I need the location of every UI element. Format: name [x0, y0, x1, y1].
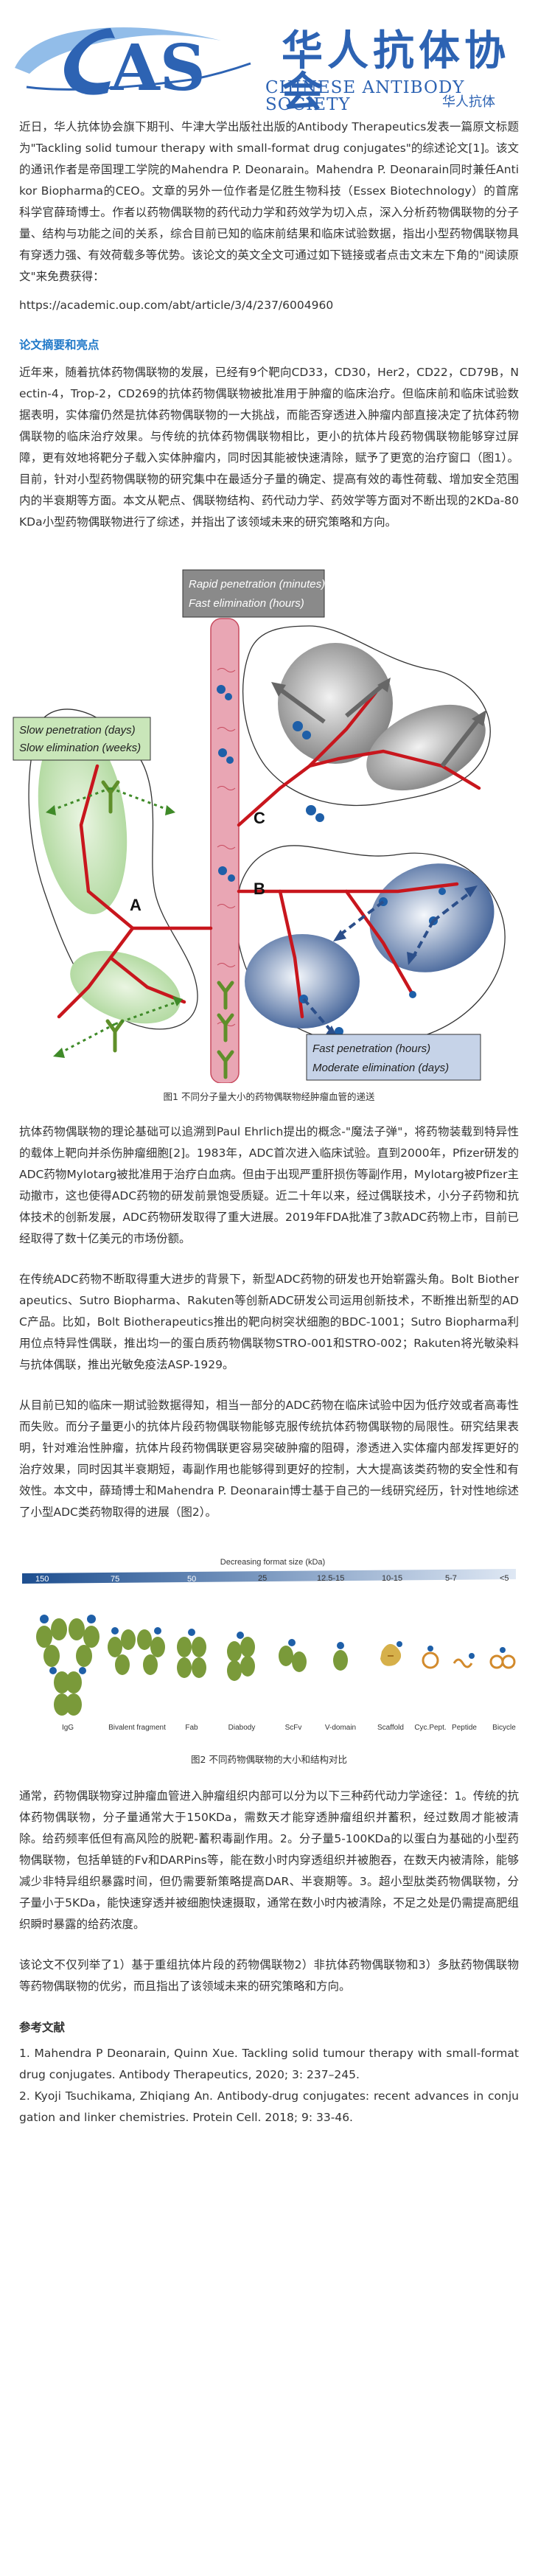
label-box-rapid — [182, 569, 325, 618]
size-tick: 50 — [187, 1575, 196, 1584]
article-page: AS 华人抗体协会 CHINESE ANTIBODY SOCIETY 华人抗体 … — [0, 0, 538, 2158]
arrowheads-tumor-c — [271, 678, 486, 726]
letter-b: B — [254, 880, 265, 898]
size-ticks: 150 75 50 — [35, 1575, 196, 1584]
paragraph-summary: 该论文不仅列举了1）基于重组抗体片段的药物偶联物2）非抗体药物偶联物和3）多肽药… — [19, 1958, 519, 1993]
bivalent-fragment-icon — [108, 1627, 165, 1675]
paragraph-history: 抗体药物偶联物的理论基础可以追溯到Paul Ehrlich提出的概念-"魔法子弹… — [19, 1125, 519, 1245]
figure-2: Decreasing format size (kDa) 150 75 50 2… — [0, 1553, 538, 1766]
format-label: Peptide — [452, 1724, 477, 1732]
article-url[interactable]: https://academic.oup.com/abt/article/3/4… — [19, 299, 334, 312]
peptide-icon — [453, 1653, 475, 1668]
references-title: 参考文献 — [19, 2021, 66, 2034]
size-ticks-dark: 25 12.5-15 10-15 5-7 <5 — [258, 1574, 509, 1583]
format-label: Diabody — [228, 1724, 256, 1732]
format-label: Cyc.Pept. — [414, 1724, 446, 1732]
label-rapid-2: Fast elimination (hours) — [189, 597, 304, 610]
arrows-tumor-b — [302, 890, 473, 1033]
tumor-c-outline — [242, 625, 491, 807]
abstract-paragraph: 近年来，随着抗体药物偶联物的发展，已经有9个靶向CD33，CD30，Her2，C… — [19, 366, 519, 529]
format-label: Fab — [185, 1724, 198, 1732]
format-label: Scaffold — [377, 1724, 404, 1732]
label-slow-2: Slow elimination (weeks) — [19, 742, 141, 754]
scaffold-icon — [380, 1641, 402, 1666]
tumor-b-low — [245, 934, 360, 1028]
size-bar-label: Decreasing format size (kDa) — [220, 1558, 325, 1567]
reference-item: 2. Kyoji Tsuchikama, Zhiqiang An. Antibo… — [19, 2089, 519, 2124]
arrowheads-green — [46, 805, 183, 1058]
size-tick: 150 — [35, 1575, 49, 1584]
label-box-slow — [13, 717, 151, 761]
vessel-cells — [217, 668, 236, 1026]
format-label: V-domain — [325, 1724, 356, 1732]
letter-c: C — [254, 809, 265, 827]
references-list: 1. Mahendra P Deonarain, Quinn Xue. Tack… — [0, 2043, 538, 2158]
tumor-a-bottom — [70, 950, 181, 1024]
size-tick: 75 — [111, 1575, 119, 1584]
reference-item: 1. Mahendra P Deonarain, Quinn Xue. Tack… — [19, 2047, 519, 2081]
label-slow-1: Slow penetration (days) — [19, 724, 136, 737]
label-fast-2: Moderate elimination (days) — [312, 1062, 449, 1074]
figure-2-caption: 图2 不同药物偶联物的大小和结构对比 — [191, 1754, 347, 1765]
format-label: ScFv — [285, 1724, 302, 1732]
size-tick: 5-7 — [445, 1574, 457, 1583]
v-domain-icon — [333, 1642, 348, 1671]
tumor-c-right — [366, 704, 486, 791]
paragraph-new-adc: 在传统ADC药物不断取得重大进步的背景下，新型ADC药物的研发也开始崭露头角。B… — [19, 1273, 519, 1371]
figure-1-illustration: Rapid penetration (minutes) Fast elimina… — [13, 569, 506, 1084]
logo-english-name: CHINESE ANTIBODY SOCIETY — [265, 78, 465, 114]
figure-1: Rapid penetration (minutes) Fast elimina… — [0, 545, 538, 1102]
logo-stamp: 华人抗体 — [442, 94, 495, 110]
format-label: Bivalent fragment — [108, 1724, 166, 1732]
dotted-arrows-green — [51, 787, 178, 1055]
bicycle-icon — [489, 1647, 516, 1669]
label-box-fast — [306, 1034, 481, 1081]
tumor-capillaries — [57, 690, 481, 1019]
paragraph-small-format: 从目前已知的临床一期试验数据得知，相当一部分的ADC药物在临床试验中因为低疗效或… — [19, 1399, 519, 1519]
diabody-icon — [227, 1632, 255, 1681]
format-label: Bicycle — [492, 1724, 516, 1732]
label-fast-1: Fast penetration (hours) — [312, 1042, 430, 1055]
paragraph-pk-routes: 通常，药物偶联物穿过肿瘤血管进入肿瘤组织内部可以分为以下三种药代动力学途径：1。… — [19, 1789, 519, 1931]
label-rapid-1: Rapid penetration (minutes) — [189, 578, 325, 591]
scfv-icon — [279, 1639, 307, 1672]
figure-1-caption: 图1 不同分子量大小的药物偶联物经肿瘤血管的递送 — [163, 1091, 375, 1102]
letter-a: A — [130, 896, 142, 914]
size-tick: 10-15 — [382, 1574, 402, 1583]
cyclic-peptide-icon — [422, 1646, 439, 1669]
arrows-tumor-c — [279, 683, 481, 767]
size-tick: <5 — [500, 1574, 509, 1583]
logo-chinese-name: 华人抗体协会 — [282, 27, 510, 116]
intro-paragraph: 近日，华人抗体协会旗下期刊、牛津大学出版社出版的Antibody Therape… — [19, 120, 519, 283]
header: AS 华人抗体协会 CHINESE ANTIBODY SOCIETY 华人抗体 — [0, 0, 538, 114]
logo-mark-text: AS — [110, 31, 206, 102]
size-gradient-bar — [22, 1569, 516, 1584]
igg-icon — [36, 1615, 99, 1716]
size-tick: 12.5-15 — [317, 1574, 344, 1583]
section-title: 论文摘要和亮点 — [19, 338, 99, 352]
figure-2-illustration: Decreasing format size (kDa) 150 75 50 2… — [22, 1558, 516, 1732]
fab-icon — [177, 1629, 206, 1678]
antibody-icons-a — [101, 780, 234, 1079]
society-logo-icon: AS — [15, 27, 251, 102]
format-labels: IgG Bivalent fragment Fab Diabody ScFv V… — [62, 1724, 516, 1732]
format-label: IgG — [62, 1724, 74, 1732]
size-tick: 25 — [258, 1574, 267, 1583]
